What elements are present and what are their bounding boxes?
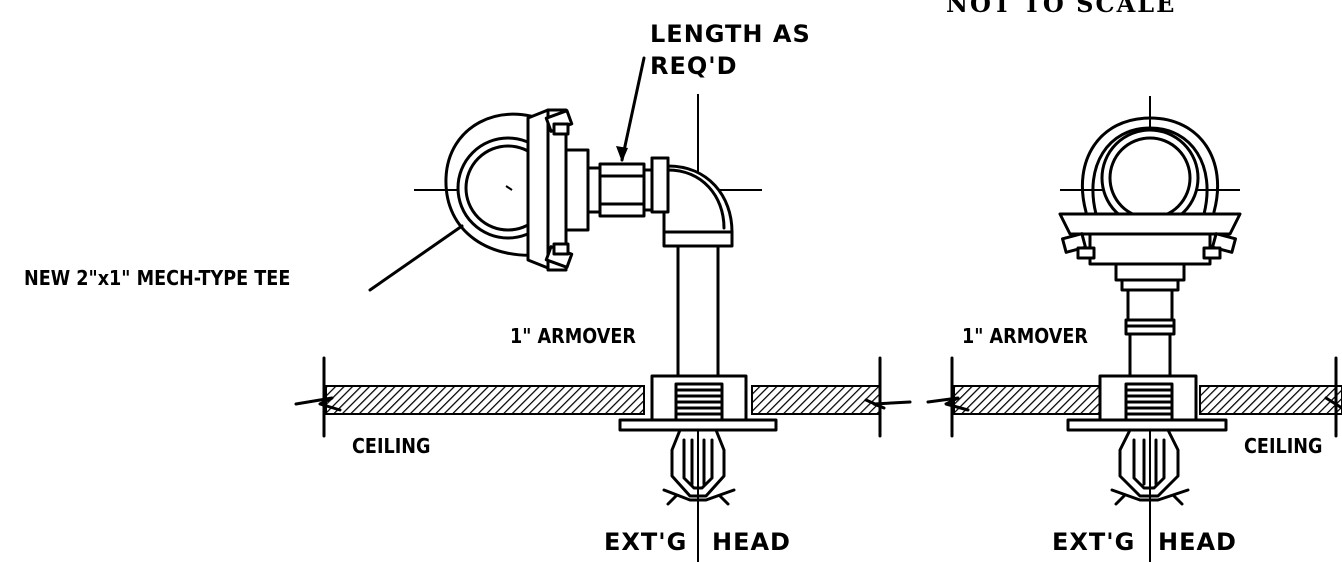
- head-label-left-a: EXT'G: [604, 528, 688, 556]
- scale-note: NOT TO SCALE: [946, 0, 1177, 18]
- thread-right: [1124, 388, 1174, 416]
- ceiling-label-right: CEILING: [1244, 434, 1323, 458]
- armover-label-left: 1" ARMOVER: [510, 324, 636, 348]
- length-label-line2: REQ'D: [650, 52, 738, 80]
- head-label-right-b: HEAD: [1158, 528, 1237, 556]
- ceiling-slab-right-b: [1199, 385, 1342, 415]
- tee-label: NEW 2"x1" MECH-TYPE TEE: [24, 266, 291, 290]
- thread-left: [674, 388, 724, 416]
- ceiling-label-left: CEILING: [352, 434, 431, 458]
- tee-bolt-top: [544, 109, 574, 136]
- armover-label-right: 1" ARMOVER: [962, 324, 1088, 348]
- ceiling-slab-right-a: [953, 385, 1101, 415]
- head-label-right-a: EXT'G: [1052, 528, 1136, 556]
- right-detail: [926, 96, 1342, 562]
- tee-bolt-bottom: [544, 242, 574, 269]
- ceiling-slab-left-a: [325, 385, 645, 415]
- left-detail: [294, 56, 912, 562]
- ceiling-slab-left-b: [751, 385, 881, 415]
- head-label-left-b: HEAD: [712, 528, 791, 556]
- length-label-line1: LENGTH AS: [650, 20, 811, 48]
